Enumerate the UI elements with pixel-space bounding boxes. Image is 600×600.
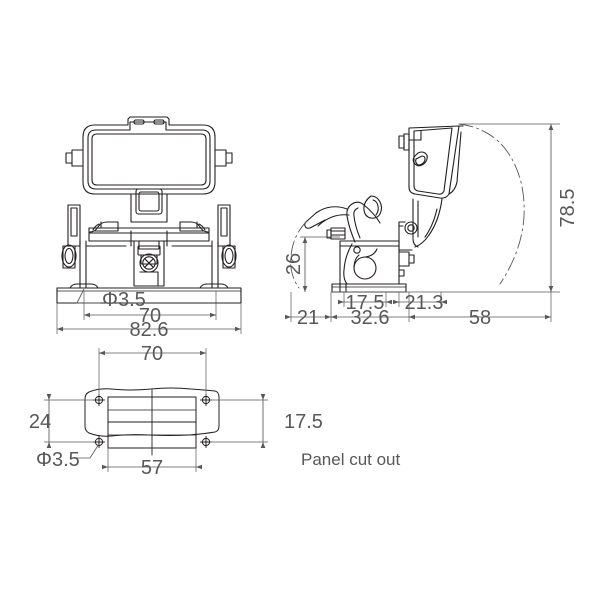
front-hood-shell: [82, 116, 216, 195]
front-dim-phi35: Φ3.5: [102, 289, 146, 311]
dimension-labels: Φ3.5 70 82.6 78.5 26 17.5 21.3 21 32.6 5…: [29, 189, 579, 479]
side-base-body: [331, 240, 415, 293]
front-view: [56, 116, 242, 304]
cutout-dim-70: 70: [141, 343, 163, 365]
panel-cutout-dimensions: [44, 348, 268, 472]
panel-cutout-view: [84, 387, 220, 456]
side-dim-785: 78.5: [557, 189, 579, 228]
side-hood-body: [398, 125, 464, 199]
front-neck: [130, 188, 168, 223]
front-side-lugs: [65, 149, 233, 167]
side-dim-26: 26: [283, 253, 305, 275]
cutout-dim-phi35: Φ3.5: [36, 449, 80, 471]
cutout-mounting-holes: [93, 394, 212, 448]
side-dim-21: 21: [297, 307, 319, 329]
side-latch-lever: [304, 195, 383, 293]
front-view-dimensions: [56, 288, 242, 334]
front-dim-826: 82.6: [130, 319, 169, 341]
front-dim-70: 70: [139, 305, 161, 327]
side-dim-58: 58: [469, 307, 491, 329]
cutout-dim-175: 17.5: [284, 411, 323, 433]
cutout-dim-24: 24: [29, 411, 51, 433]
cutout-dim-57: 57: [141, 457, 163, 479]
side-dim-213: 21.3: [405, 292, 444, 314]
side-swing-arc: [290, 123, 525, 289]
side-hinge-arm: [398, 198, 443, 251]
side-view: [290, 123, 525, 293]
front-center-clamp: [130, 230, 168, 287]
front-inner-housing: [79, 240, 219, 289]
panel-cutout-caption: Panel cut out: [301, 450, 401, 469]
front-frame-rail: [88, 221, 210, 242]
front-lever-right: [179, 204, 237, 269]
side-dim-326: 32.6: [351, 307, 390, 329]
side-dim-175: 17.5: [346, 292, 385, 314]
front-lever-left: [61, 204, 119, 269]
cutout-phi-leader: [70, 443, 100, 459]
side-view-dimensions: [285, 123, 560, 322]
front-phi-leader: [76, 288, 100, 304]
